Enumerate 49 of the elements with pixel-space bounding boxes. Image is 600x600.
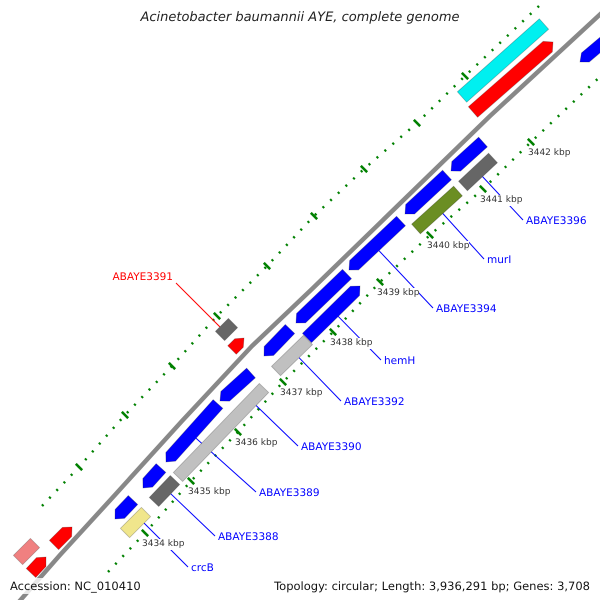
genome-info-text: Topology: circular; Length: 3,936,291 bp; Genes: 3,708	[272, 578, 592, 594]
gene-label: crcB	[191, 561, 214, 575]
gene-label: ABAYE3396	[526, 214, 587, 228]
gene-feature	[296, 268, 352, 324]
leader-line	[170, 493, 216, 536]
feature-block	[12, 538, 40, 566]
gene-feature	[142, 463, 166, 488]
feature-block	[120, 506, 152, 538]
feature-block	[411, 186, 463, 234]
tick-label: 3434 kbp	[142, 539, 184, 550]
gene-feature	[165, 399, 224, 462]
gene-label: ABAYE3392	[344, 395, 405, 409]
leader-line	[256, 405, 298, 446]
feature-block	[214, 318, 238, 342]
gene-feature	[348, 216, 406, 270]
gene-label: murI	[487, 253, 512, 267]
leader-line	[378, 250, 434, 308]
gene-feature	[48, 526, 72, 550]
gene-feature	[114, 494, 138, 520]
tick-label: 3440 kbp	[427, 241, 470, 252]
tick-label: 3439 kbp	[377, 288, 420, 299]
tick-label: 3438 kbp	[330, 338, 372, 349]
accession-text: Accession: NC_010410	[8, 578, 143, 594]
gene-label: ABAYE3390	[301, 440, 362, 454]
gene-feature	[468, 40, 554, 118]
gene-label: ABAYE3391	[112, 270, 173, 284]
gene-label: ABAYE3389	[259, 486, 320, 500]
gene-label: ABAYE3394	[436, 302, 497, 316]
gene-feature	[404, 170, 452, 214]
gene-feature	[227, 338, 244, 355]
tick-label: 3437 kbp	[280, 388, 322, 399]
tick-label: 3441 kbp	[480, 195, 522, 206]
tick-label: 3442 kbp	[528, 148, 570, 159]
leader-line	[442, 213, 484, 260]
gene-feature	[450, 136, 488, 172]
gene-label: hemH	[384, 354, 416, 368]
leader-line	[176, 282, 220, 328]
leader-line	[298, 357, 342, 402]
gene-feature	[220, 368, 256, 402]
feature-block	[458, 152, 498, 192]
tick-label: 3436 kbp	[235, 438, 278, 449]
map-title: Acinetobacter baumannii AYE, complete genome	[139, 9, 461, 27]
gene-feature	[26, 556, 46, 578]
gene-feature	[580, 34, 600, 62]
gene-feature	[264, 324, 296, 356]
gene-label: ABAYE3388	[218, 530, 279, 544]
tick-label: 3435 kbp	[188, 487, 230, 498]
feature-block	[270, 334, 314, 376]
feature-block	[148, 474, 180, 508]
